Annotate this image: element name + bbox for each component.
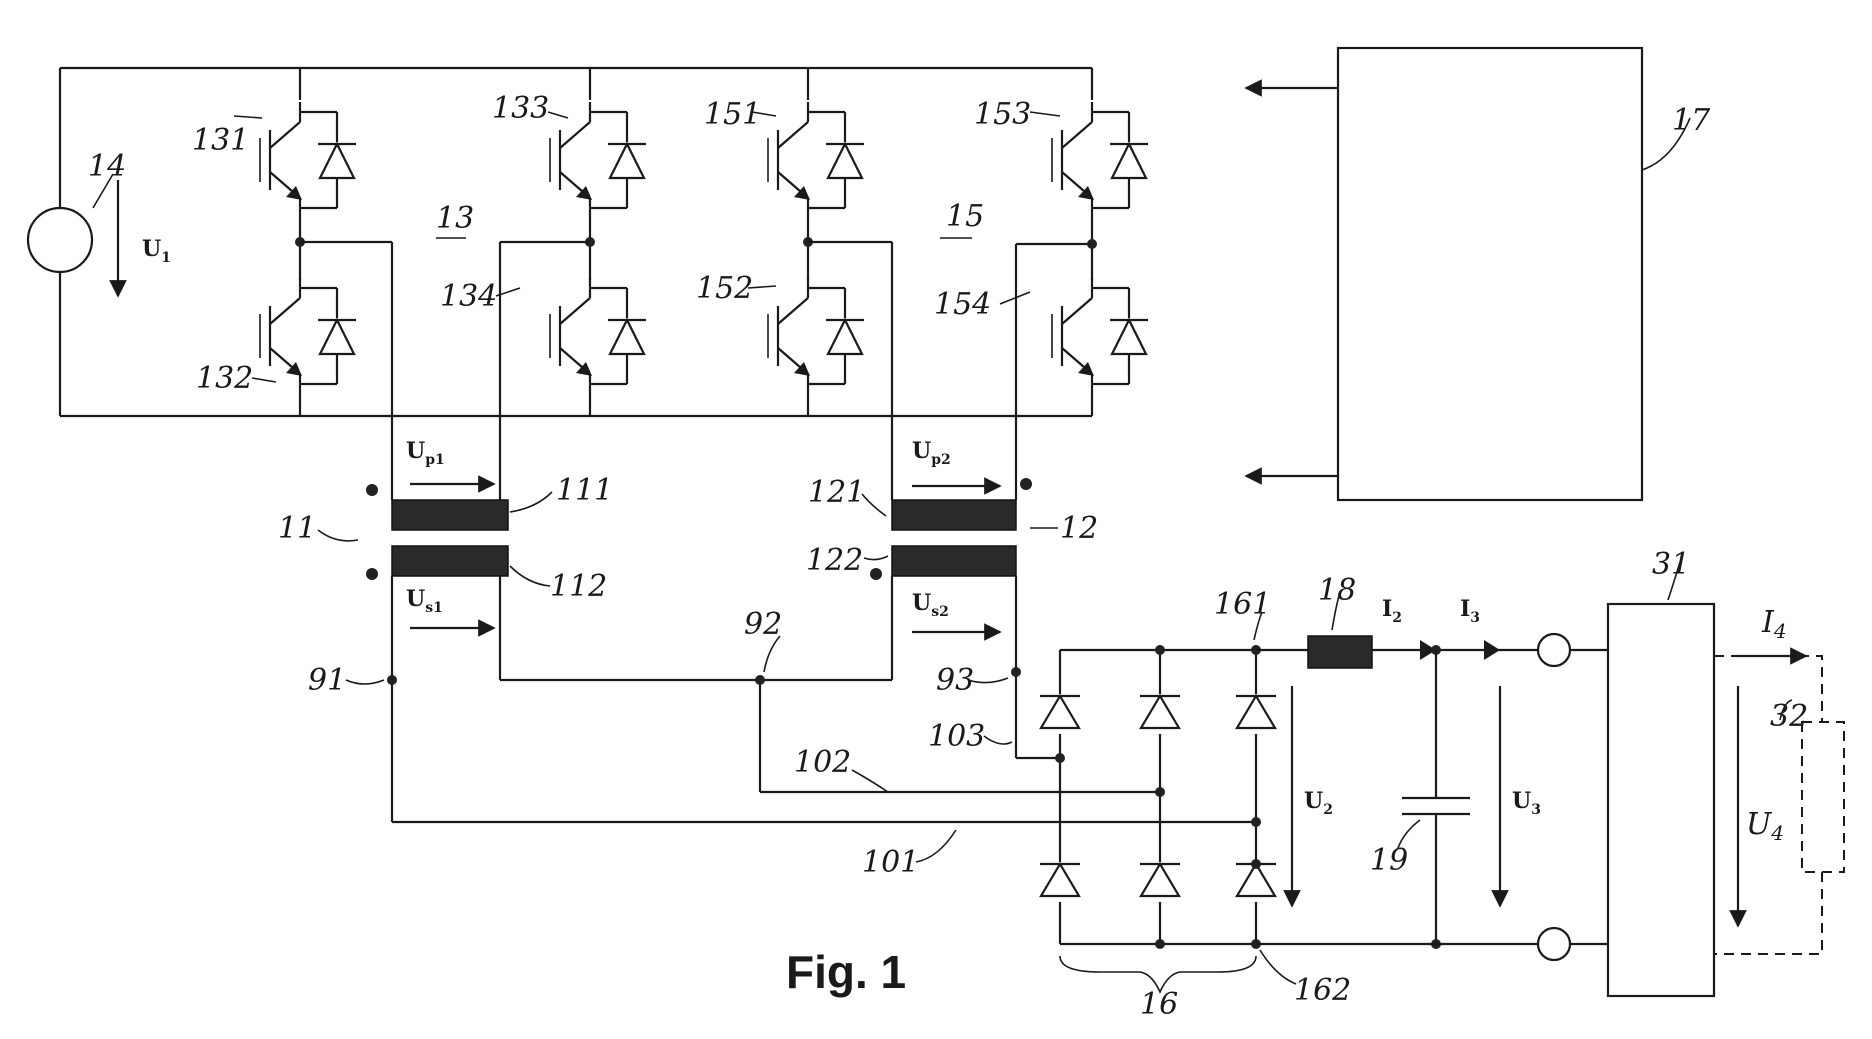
label-152: 152 — [696, 271, 753, 306]
output-filter: 18 I2 I3 19 U3 — [1256, 573, 1608, 960]
igbt-154 — [1052, 278, 1148, 396]
igbt-134 — [550, 278, 646, 396]
node-91 — [387, 675, 397, 685]
node-92 — [755, 675, 765, 685]
label-162: 162 — [1294, 973, 1351, 1008]
label-112: 112 — [550, 569, 607, 604]
label-134: 134 — [440, 279, 497, 314]
winding-122 — [892, 546, 1016, 576]
label-u2: U2 — [1304, 788, 1333, 818]
arrow-i3 — [1484, 640, 1500, 660]
inductor-18 — [1308, 636, 1372, 668]
label-111: 111 — [556, 473, 613, 508]
controller-17: 17 — [1246, 48, 1711, 500]
winding-121 — [892, 500, 1016, 530]
converter-31: 31 — [1608, 547, 1714, 996]
transformer-11: Up1 Us1 111 112 11 — [278, 438, 613, 680]
transformer-12: Up2 Us2 121 122 12 — [806, 438, 1098, 680]
load-32: I4 U4 32 — [1714, 605, 1844, 954]
igbt-151 — [768, 102, 864, 220]
igbt-152 — [768, 278, 864, 396]
winding-111 — [392, 500, 508, 530]
bridge-15-right-leg: 153 154 15 — [934, 68, 1148, 500]
label-103: 103 — [928, 719, 985, 754]
label-91: 91 — [308, 663, 346, 698]
label-11: 11 — [278, 511, 316, 546]
label-151: 151 — [704, 97, 761, 132]
secondary-wiring: 91 92 93 102 101 103 — [308, 607, 1256, 880]
rectifier-16: 161 162 16 U2 — [1040, 587, 1351, 1022]
label-131: 131 — [192, 123, 249, 158]
label-12: 12 — [1060, 511, 1098, 546]
label-161: 161 — [1214, 587, 1271, 622]
label-32: 32 — [1770, 699, 1808, 734]
label-bridge-15: 15 — [946, 199, 984, 234]
label-i3: I3 — [1460, 596, 1480, 626]
label-101: 101 — [862, 845, 919, 880]
label-102: 102 — [794, 745, 851, 780]
label-18: 18 — [1318, 573, 1356, 608]
igbt-153 — [1052, 102, 1148, 220]
label-up2: Up2 — [912, 438, 951, 468]
label-controller: 17 — [1672, 103, 1711, 138]
igbt-132 — [260, 278, 356, 396]
label-16: 16 — [1140, 987, 1178, 1022]
label-i4: I4 — [1761, 605, 1787, 643]
terminal-top — [1538, 634, 1570, 666]
label-121: 121 — [808, 475, 865, 510]
label-bridge-13: 13 — [436, 201, 474, 236]
bridge-13-left-leg: 131 132 — [192, 68, 392, 500]
label-133: 133 — [492, 91, 549, 126]
label-154: 154 — [934, 287, 991, 322]
winding-112 — [392, 546, 508, 576]
label-up1: Up1 — [406, 438, 445, 468]
label-i2: I2 — [1382, 596, 1402, 626]
bridge-15-left-leg: 151 152 — [696, 68, 892, 500]
bridge-13-right-leg: 133 134 13 — [436, 68, 646, 500]
node-93 — [1011, 667, 1021, 677]
label-19: 19 — [1370, 843, 1408, 878]
label-us2: Us2 — [912, 590, 949, 620]
label-source: 14 — [88, 149, 126, 184]
voltage-source-14: 14 U1 — [28, 149, 171, 296]
label-92: 92 — [744, 607, 782, 642]
terminal-bottom — [1538, 928, 1570, 960]
label-u1: U1 — [142, 236, 171, 266]
label-u3: U3 — [1512, 788, 1541, 818]
igbt-133 — [550, 102, 646, 220]
label-31: 31 — [1652, 547, 1690, 582]
label-u4: U4 — [1746, 807, 1784, 845]
label-153: 153 — [974, 97, 1031, 132]
load-box — [1802, 722, 1844, 872]
label-93: 93 — [936, 663, 974, 698]
igbt-131 — [260, 102, 356, 220]
label-122: 122 — [806, 543, 863, 578]
figure-caption: Fig. 1 — [786, 946, 906, 998]
label-132: 132 — [196, 361, 253, 396]
label-us1: Us1 — [406, 586, 443, 616]
